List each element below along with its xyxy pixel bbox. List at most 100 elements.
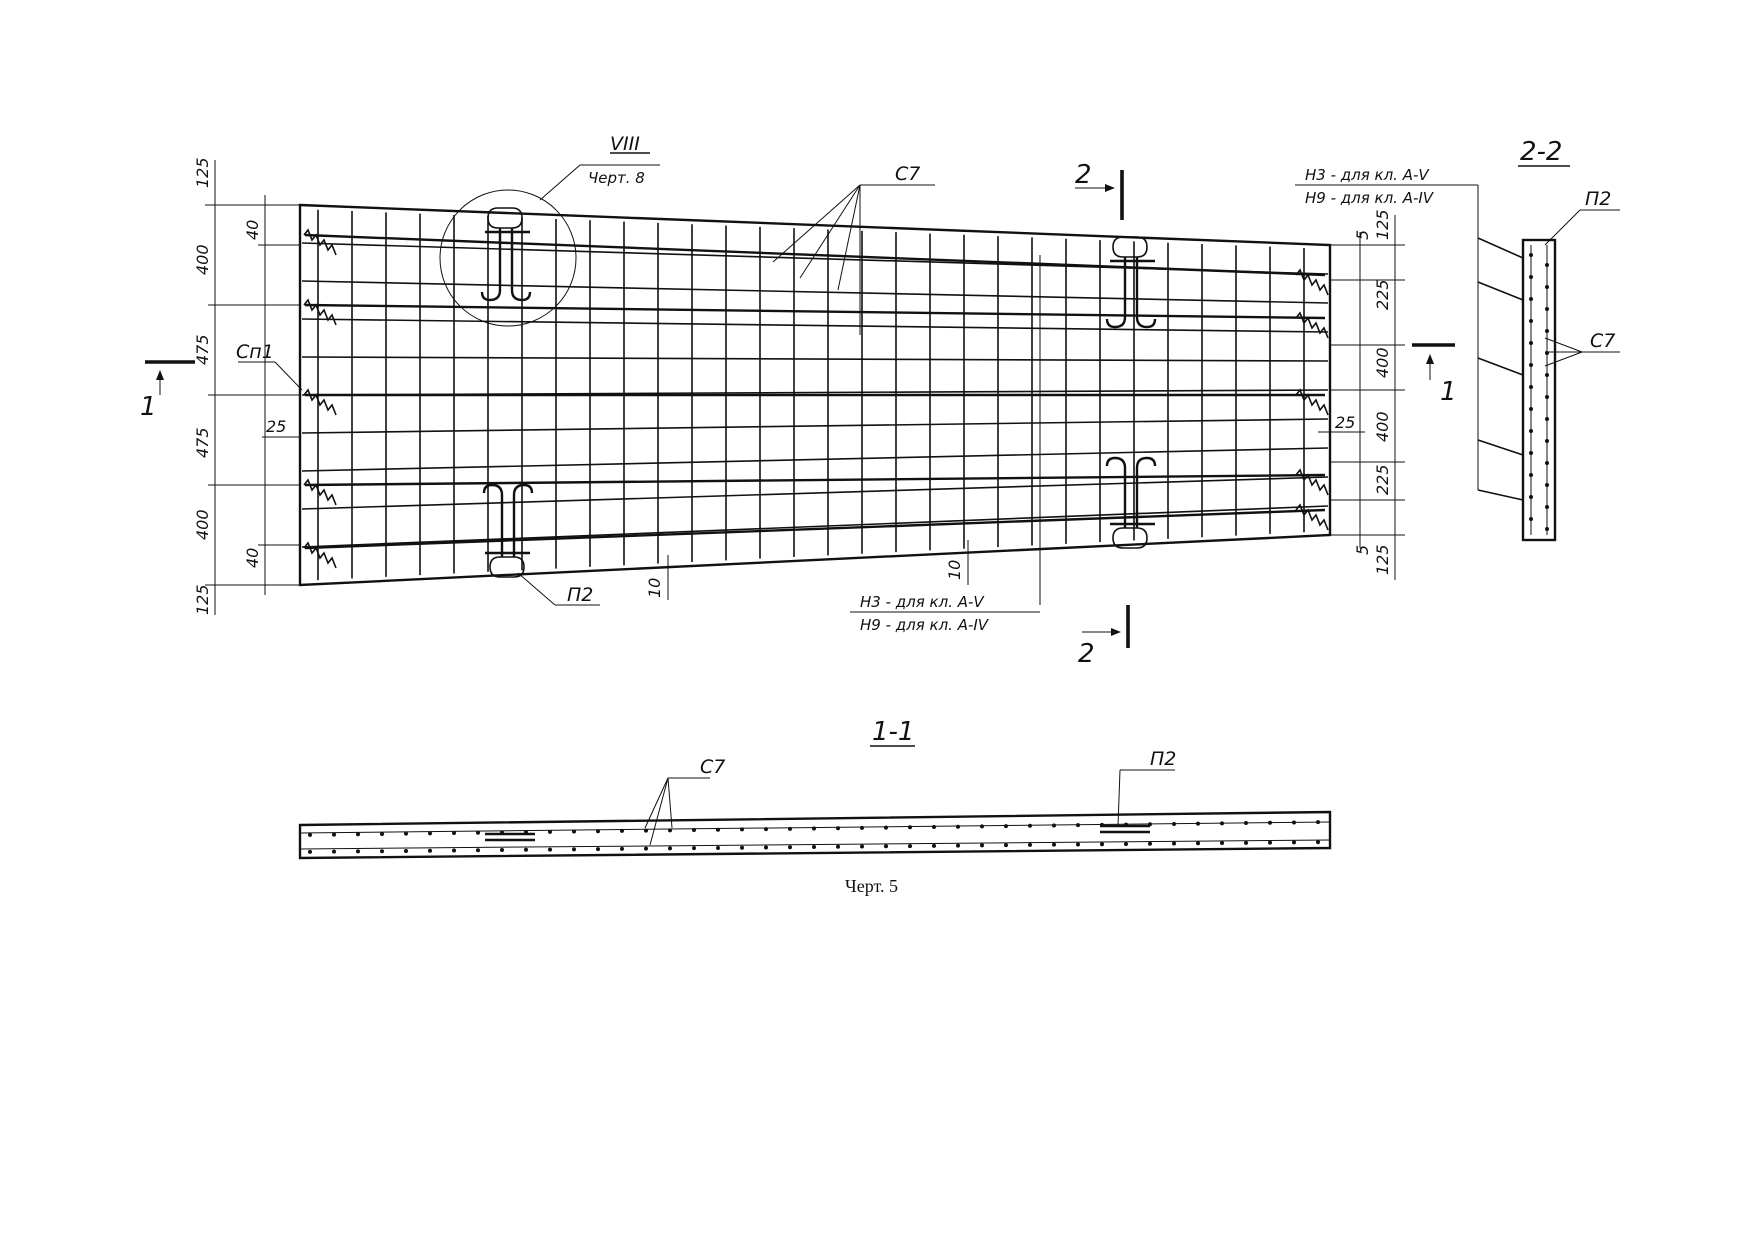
section-bar-dot — [1529, 429, 1533, 433]
dim-25-left: 25 — [266, 417, 286, 436]
section-bar-dot — [1076, 823, 1080, 828]
section-bar-dot — [1292, 840, 1296, 845]
section-bar-dot — [908, 825, 912, 830]
section-bar-dot — [1545, 329, 1549, 333]
slab-plan: VIII Черт. 8 С7 Сп1 П2 125 400 — [140, 133, 1457, 669]
section-bar-dot — [860, 825, 864, 830]
spiral-zigzag — [1295, 503, 1329, 531]
section-bar-dot — [620, 846, 624, 851]
section-bar-dot — [1529, 385, 1533, 389]
section-bar-dot — [1545, 461, 1549, 465]
section-bar-dot — [332, 832, 336, 837]
section-bar-dot — [1545, 395, 1549, 399]
spiral-ends — [303, 228, 1329, 569]
section-bar-dot — [1028, 842, 1032, 847]
spiral-zigzag — [303, 478, 337, 506]
section-bar-dot — [1100, 842, 1104, 847]
mark-cp1: Сп1 — [236, 341, 274, 363]
section-bar-dot — [1529, 473, 1533, 477]
section-bar-dot — [476, 848, 480, 853]
section-bar-dot — [1529, 319, 1533, 323]
section-bar-dot — [764, 827, 768, 832]
note-plan-line2: Н9 - для кл. А-IV — [860, 616, 990, 634]
dim-right-400-top: 400 — [1373, 347, 1392, 378]
section-bar-dot — [1529, 275, 1533, 279]
section-bar-dot — [452, 848, 456, 853]
node-ref-drawing: Черт. 8 — [588, 169, 645, 187]
spiral-zigzag — [1295, 468, 1329, 496]
node-ref-roman: VIII — [610, 133, 640, 155]
section-bar-dot — [1220, 841, 1224, 846]
section-bar-dot — [860, 844, 864, 849]
section-bar-dot — [1316, 820, 1320, 825]
section-bar-dot — [332, 849, 336, 854]
section-bar-dot — [1529, 363, 1533, 367]
dimension-chain-right: 125 225 400 400 225 125 5 5 25 — [1318, 209, 1405, 580]
svg-text:1: 1 — [140, 392, 157, 422]
node-detail-circle — [439, 189, 577, 327]
section-bar-dot — [812, 845, 816, 850]
lifting-loop-top-left — [480, 207, 532, 302]
spiral-zigzag — [303, 228, 337, 256]
section-bar-dot — [1004, 824, 1008, 829]
dim-left-40-top: 40 — [243, 220, 262, 240]
svg-text:2: 2 — [1075, 160, 1092, 190]
spiral-zigzag — [1295, 388, 1329, 416]
mesh-bar-horizontal — [301, 356, 1329, 362]
section-bar-dot — [908, 844, 912, 849]
section-bar-dot — [1244, 821, 1248, 826]
section-bar-dot — [1529, 407, 1533, 411]
mark-p2-plan: П2 — [567, 584, 593, 606]
section-bar-dot — [644, 846, 648, 851]
section-bar-dot — [1545, 505, 1549, 509]
section-bar-dot — [572, 829, 576, 834]
section-bar-dot — [524, 847, 528, 852]
section-bar-dot — [1529, 495, 1533, 499]
section-bar-dot — [308, 832, 312, 837]
section-bar-dot — [1124, 841, 1128, 846]
dim-right-225-top: 225 — [1373, 279, 1392, 310]
section-bar-dot — [788, 826, 792, 831]
section-bar-dot — [1545, 307, 1549, 311]
mark-c7-plan: С7 — [895, 163, 920, 185]
section-bar-dot — [668, 828, 672, 833]
section-bar-dot — [1316, 840, 1320, 845]
section-bar-dot — [356, 832, 360, 837]
dim-right-125-top: 125 — [1373, 209, 1392, 240]
section-bar-dot — [1268, 820, 1272, 825]
section-bar-dot — [788, 845, 792, 850]
section-bar-dot — [1545, 527, 1549, 531]
figure-caption: Черт. 5 — [845, 876, 898, 896]
section-cut-2-bottom: 2 — [1078, 605, 1130, 669]
section-bar-dot — [476, 830, 480, 835]
section-bar-dot — [932, 824, 936, 829]
section-bar-dot — [596, 829, 600, 834]
section-bar-dot — [356, 849, 360, 854]
tendon-line — [304, 303, 1326, 320]
mark-c7-1-1: С7 — [700, 756, 725, 778]
section-bar-dot — [380, 849, 384, 854]
mesh-bar-horizontal — [301, 280, 1329, 304]
section-2-2-title: 2-2 — [1520, 137, 1562, 167]
spiral-zigzag — [303, 388, 337, 416]
section-bar-dot — [1004, 843, 1008, 848]
mark-p2-2-2: П2 — [1585, 188, 1611, 210]
section-bar-dot — [404, 831, 408, 836]
svg-text:2: 2 — [1078, 639, 1095, 669]
section-bar-dot — [404, 848, 408, 853]
section-bar-dot — [932, 843, 936, 848]
section-bar-dot — [836, 844, 840, 849]
svg-text:1: 1 — [1440, 377, 1457, 407]
section-bar-dot — [1148, 841, 1152, 846]
tendon-line — [304, 473, 1326, 487]
lifting-loop-top-right — [1105, 236, 1157, 329]
dim-left-40-bottom: 40 — [243, 548, 262, 568]
dim-left-125-bottom: 125 — [193, 584, 212, 615]
section-bar-dot — [1076, 842, 1080, 847]
mesh-horizontal-bars — [301, 242, 1329, 548]
section-bar-dot — [380, 831, 384, 836]
section-bar-dot — [1220, 821, 1224, 826]
dim-left-400-bottom: 400 — [193, 509, 212, 540]
section-bar-dot — [884, 825, 888, 830]
